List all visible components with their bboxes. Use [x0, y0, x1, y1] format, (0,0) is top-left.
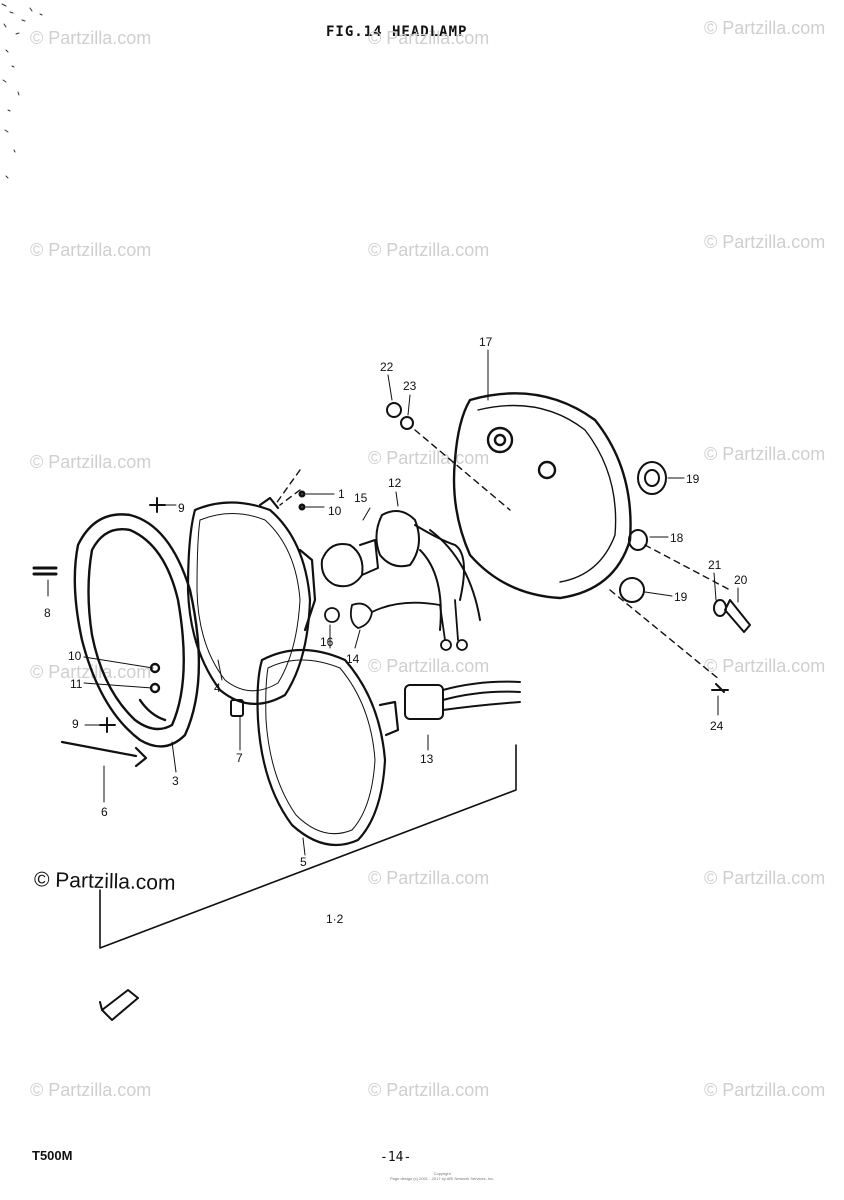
- nut-part: [386, 402, 414, 430]
- assembly-lines: [274, 429, 731, 681]
- watermark: © Partzilla.com: [704, 232, 826, 252]
- callout-24: 24: [710, 719, 724, 733]
- callout-8: 8: [44, 606, 51, 620]
- reflector-part: [186, 496, 317, 705]
- callout-9: 9: [178, 501, 185, 515]
- bolt-part: [713, 599, 751, 633]
- front-direction-arrow: [99, 989, 139, 1021]
- socket-part: [375, 510, 481, 631]
- small-fastener-parts: [298, 490, 306, 511]
- copyright-line: Page design (c) 2001 - 2017 by ARI Netwo…: [390, 1176, 495, 1181]
- callout-19-upper: 19: [686, 472, 700, 486]
- callout-4: 4: [214, 681, 221, 695]
- grommet-parts: [619, 461, 667, 603]
- callout-20: 20: [734, 573, 748, 587]
- page-number: -14-: [380, 1150, 412, 1165]
- callout-1-2: 1·2: [326, 912, 344, 926]
- watermark: © Partzilla.com: [30, 662, 152, 682]
- callout-6: 6: [101, 805, 108, 819]
- watermark: © Partzilla.com: [704, 1080, 826, 1100]
- copyright-line: Copyright: [433, 1171, 451, 1176]
- housing-part: [452, 392, 632, 600]
- screw-parts-9: [99, 497, 166, 733]
- watermark: © Partzilla.com: [704, 18, 826, 38]
- callout-9-lower: 9: [72, 717, 79, 731]
- screw-part-8: [32, 566, 58, 576]
- callout-7: 7: [236, 751, 243, 765]
- callout-22: 22: [380, 360, 394, 374]
- bulb-part: [320, 539, 379, 588]
- assembly-bracket: [99, 744, 517, 949]
- callout-10: 10: [328, 504, 342, 518]
- watermark: © Partzilla.com: [30, 452, 152, 472]
- callout-18: 18: [670, 531, 684, 545]
- part-labels: 1 10 9 8 10 11 9 6 3 7 4 5 1·2 15 12 16 …: [44, 335, 748, 926]
- callout-21: 21: [708, 558, 722, 572]
- callout-23: 23: [403, 379, 417, 393]
- callout-12: 12: [388, 476, 402, 490]
- watermark: © Partzilla.com: [368, 868, 490, 888]
- scan-noise: [1, 3, 43, 179]
- model-code: T500M: [32, 1148, 73, 1163]
- watermark: © Partzilla.com: [704, 444, 826, 464]
- watermark: © Partzilla.com: [704, 656, 826, 676]
- callout-1: 1: [338, 487, 345, 501]
- watermark: © Partzilla.com: [368, 1080, 490, 1100]
- copyright-notice: Copyright Page design (c) 2001 - 2017 by…: [390, 1171, 494, 1181]
- callout-10-rim: 10: [68, 649, 82, 663]
- watermark: © Partzilla.com: [30, 28, 152, 48]
- callout-3: 3: [172, 774, 179, 788]
- callout-5: 5: [300, 855, 307, 869]
- lens-part: [256, 648, 400, 847]
- callout-14: 14: [346, 652, 360, 666]
- screw-part-24: [711, 683, 729, 693]
- figure-title: FIG.14 HEADLAMP: [326, 24, 468, 40]
- callout-11: 11: [70, 677, 83, 691]
- watermark: © Partzilla.com: [368, 656, 490, 676]
- callout-15: 15: [354, 491, 368, 505]
- watermark: © Partzilla.com: [368, 28, 490, 48]
- connector-part: [404, 680, 521, 720]
- watermark: © Partzilla.com: [368, 240, 490, 260]
- callout-19-lower: 19: [674, 590, 688, 604]
- long-screw-part: [60, 740, 148, 768]
- callout-16: 16: [320, 635, 334, 649]
- clip-part: [230, 699, 244, 717]
- small-bulb-part: [324, 599, 468, 651]
- watermark: © Partzilla.com: [30, 1080, 152, 1100]
- callout-13: 13: [420, 752, 434, 766]
- watermark: © Partzilla.com: [30, 240, 152, 260]
- callout-17: 17: [479, 335, 493, 349]
- leader-lines: [47, 349, 739, 856]
- rim-part: [73, 513, 201, 748]
- watermark: © Partzilla.com: [704, 868, 826, 888]
- watermark: © Partzilla.com: [368, 448, 490, 468]
